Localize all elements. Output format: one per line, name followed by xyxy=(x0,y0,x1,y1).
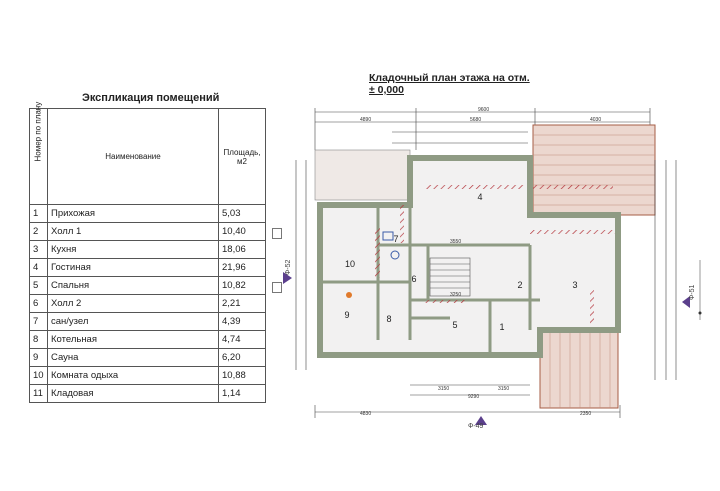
toilet-fixture xyxy=(390,250,400,260)
hatched-partitions xyxy=(375,185,615,325)
room-number-6: 6 xyxy=(411,274,416,284)
explication-title: Экспликация помещений xyxy=(82,92,220,104)
marker-square-top xyxy=(272,228,282,239)
right-dimension-lines xyxy=(654,160,677,380)
axis-markers: Ф-52 Ф-51 Ф-49 xyxy=(283,259,702,430)
room-number-2: 2 xyxy=(517,280,522,290)
dim-bottom-overall: 4830 xyxy=(360,411,371,417)
room-number-7: 7 xyxy=(393,234,398,244)
table-header-row: Номер по плану Наименование Площадь, м2 xyxy=(29,102,266,205)
sink-fixture xyxy=(382,231,394,241)
room-numbers: 1 2 3 4 5 6 7 8 9 10 xyxy=(344,192,577,332)
axis-label-right: Ф-51 xyxy=(689,284,696,300)
terrace-top-left xyxy=(314,149,411,201)
marker-square-bottom xyxy=(272,282,282,293)
room-number-4: 4 xyxy=(477,192,482,202)
dim-interior-b: 3250 xyxy=(450,292,461,298)
plan-title-line-1: Кладочный план этажа на отм. xyxy=(369,72,530,84)
dim-bottom-a: 3150 xyxy=(438,386,449,392)
axis-label-left: Ф-52 xyxy=(285,259,292,275)
dim-bottom-total: 9290 xyxy=(468,394,479,400)
dim-top-left: 4890 xyxy=(360,117,371,123)
explication-table: Номер по плану Наименование Площадь, м2 … xyxy=(29,102,266,403)
plan-title-line-2: ± 0,000 xyxy=(369,84,404,96)
dim-bottom-right: 2350 xyxy=(580,411,591,417)
cell-name: Кладовая xyxy=(47,384,219,403)
room-number-10: 10 xyxy=(345,259,355,269)
axis-marker-right xyxy=(682,296,690,308)
left-dimension-lines xyxy=(295,160,307,370)
dim-top-total: 9600 xyxy=(478,107,489,113)
plan-title: Кладочный план этажа на отм. ± 0,000 xyxy=(369,72,530,96)
outer-walls xyxy=(317,155,621,358)
room-number-8: 8 xyxy=(386,314,391,324)
axis-label-bottom: Ф-49 xyxy=(468,423,484,430)
room-number-9: 9 xyxy=(344,310,349,320)
cell-area: 10,40 xyxy=(218,222,266,241)
dim-bottom-b: 3150 xyxy=(498,386,509,392)
cell-area: 1,14 xyxy=(218,384,266,403)
terrace-top-right xyxy=(532,124,656,216)
dimension-labels: 9600 4890 5680 4030 9290 3150 3150 4830 … xyxy=(360,107,601,417)
cell-area: 6,20 xyxy=(218,348,266,367)
dim-interior-a: 3550 xyxy=(450,239,461,245)
terrace-bottom-right xyxy=(539,329,619,409)
axis-marker-left xyxy=(283,272,292,284)
dim-top-mid: 5680 xyxy=(470,117,481,123)
room-number-5: 5 xyxy=(452,320,457,330)
bottom-dimension-lines xyxy=(314,384,621,418)
room-number-3: 3 xyxy=(572,280,577,290)
axis-marker-bottom xyxy=(475,416,487,425)
interior-walls xyxy=(320,205,540,355)
boiler-fixture xyxy=(346,292,352,298)
dim-top-right: 4030 xyxy=(590,117,601,123)
room-number-1: 1 xyxy=(499,322,504,332)
staircase xyxy=(429,257,471,297)
